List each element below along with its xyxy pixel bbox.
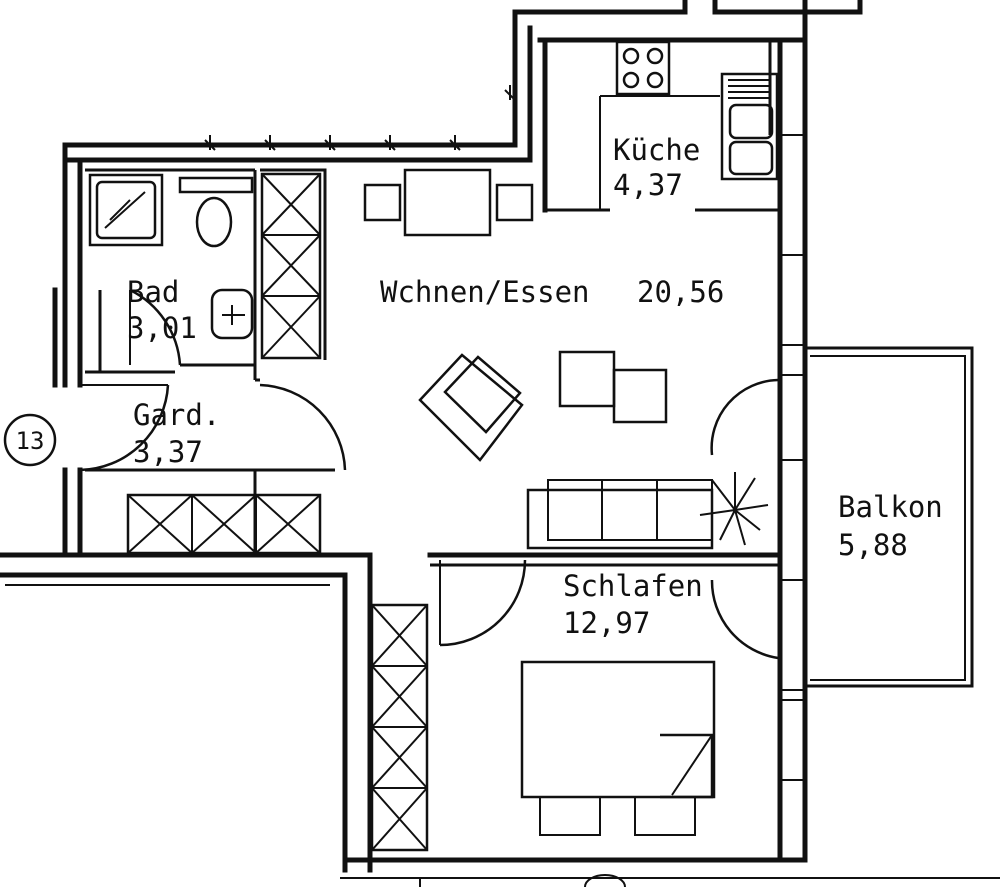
room-name-wohnen: Wchnen/Essen: [380, 275, 590, 309]
room-name-bad: Bad: [127, 275, 179, 309]
wardrobe-hall: [126, 493, 322, 555]
room-name-schlafen: Schlafen: [563, 569, 703, 603]
bathroom-sink: [210, 288, 254, 340]
room-area-bad: 3,01: [127, 311, 197, 345]
apartment-number: 13: [16, 427, 45, 455]
coffee-tables: [558, 350, 668, 424]
armchair: [418, 353, 524, 462]
bottom-edge-details: [419, 874, 626, 887]
balcony: [805, 346, 974, 688]
room-label-wohnen: Wchnen/Essen 20,56: [380, 275, 724, 309]
bed: [520, 660, 716, 836]
room-name-balkon: Balkon: [838, 490, 943, 524]
sofa: [526, 479, 714, 550]
room-label-balkon: Balkon 5,88: [838, 490, 943, 562]
toilet: [178, 176, 254, 248]
room-area-garderobe: 3,37: [133, 435, 203, 469]
kitchen-sink: [720, 72, 779, 181]
room-label-garderobe: Gard. 3,37: [133, 398, 220, 469]
room-area-schlafen: 12,97: [563, 606, 650, 640]
doors: [79, 288, 779, 660]
room-name-kueche: Küche: [613, 133, 700, 167]
room-label-bad: Bad 3,01: [127, 275, 197, 345]
room-label-kueche: Küche 4,37: [613, 133, 700, 202]
room-label-schlafen: Schlafen 12,97: [563, 569, 703, 640]
room-name-garderobe: Gard.: [133, 398, 220, 432]
stove: [599, 40, 720, 210]
wardrobe-bedroom: [370, 603, 429, 852]
plant-icon: [699, 472, 769, 546]
dining-table: [363, 168, 534, 237]
room-area-balkon: 5,88: [838, 528, 908, 562]
window-ticks: [204, 85, 516, 151]
room-area-kueche: 4,37: [613, 168, 683, 202]
shower: [88, 173, 164, 247]
apartment-marker: 13: [3, 413, 57, 467]
wardrobe-bath: [260, 172, 322, 360]
room-area-wohnen: 20,56: [637, 275, 724, 309]
